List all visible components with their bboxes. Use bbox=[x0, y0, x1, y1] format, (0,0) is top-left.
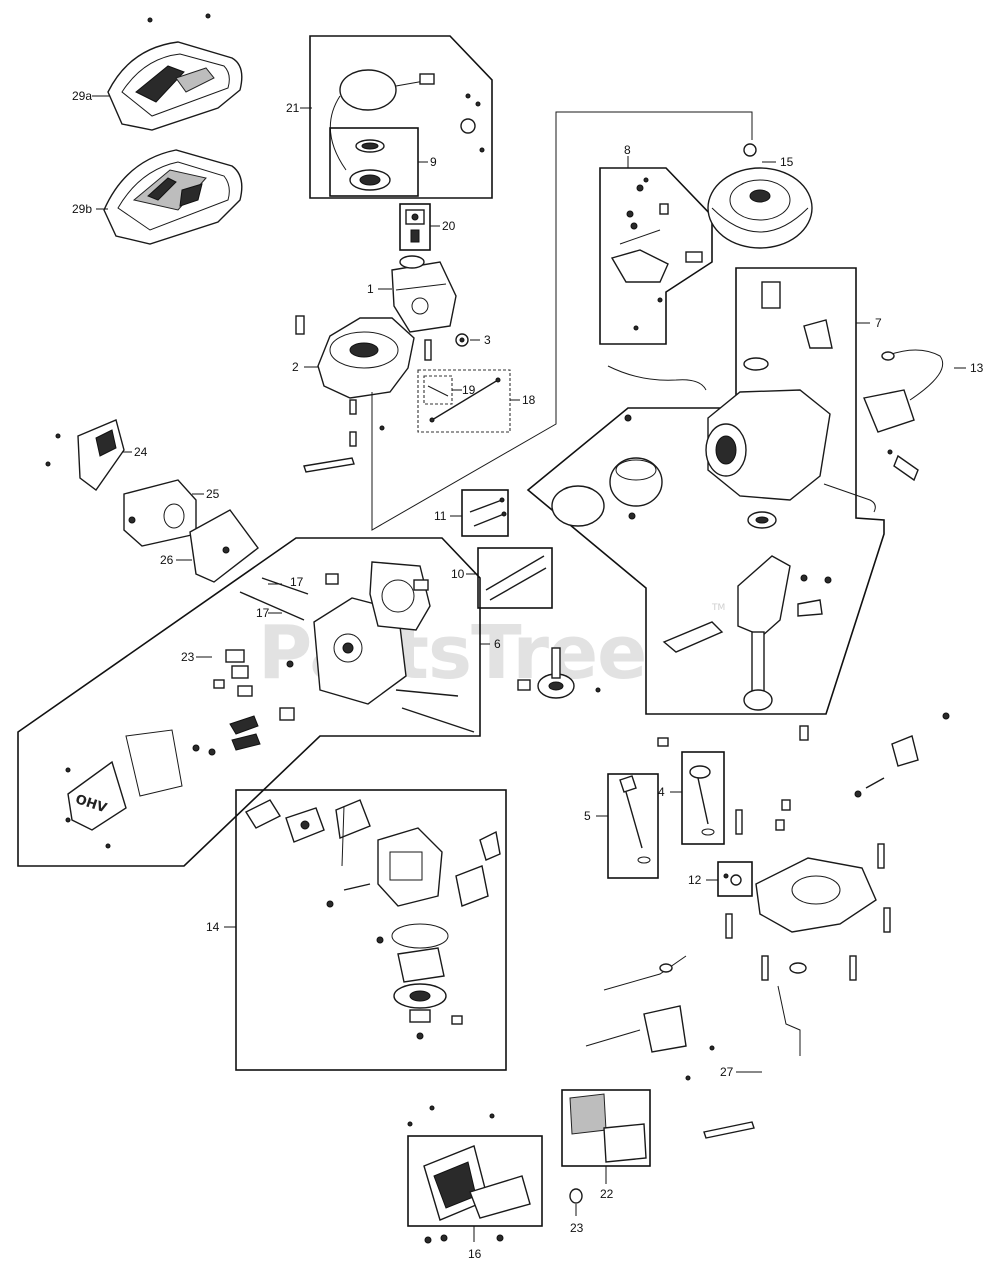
label-22: 22 bbox=[600, 1187, 614, 1201]
box-21-recoil-starter bbox=[309, 35, 493, 199]
part-valve-springs[interactable] bbox=[192, 649, 295, 756]
part-stop-wire[interactable] bbox=[823, 483, 876, 513]
part-valve-cover[interactable]: OHV bbox=[65, 729, 183, 849]
label-17a: 17 bbox=[290, 575, 304, 589]
part-engine-sump[interactable] bbox=[725, 799, 891, 981]
part-20-fitting[interactable] bbox=[405, 209, 425, 243]
label-1: 1 bbox=[367, 282, 374, 296]
label-10: 10 bbox=[451, 567, 465, 581]
part-29b-cover[interactable] bbox=[103, 149, 243, 245]
part-8-governor-parts[interactable] bbox=[610, 177, 703, 331]
label-23b: 23 bbox=[570, 1221, 584, 1235]
label-13: 13 bbox=[970, 361, 984, 375]
label-5: 5 bbox=[584, 809, 591, 823]
part-3-nut[interactable] bbox=[455, 333, 469, 347]
part-12-fitting[interactable] bbox=[723, 873, 742, 886]
part-4-dipstick-tube[interactable] bbox=[689, 765, 715, 836]
label-9: 9 bbox=[430, 155, 437, 169]
label-4: 4 bbox=[658, 785, 665, 799]
label-14: 14 bbox=[206, 920, 220, 934]
part-18-19-rods[interactable] bbox=[427, 377, 501, 423]
label-23a: 23 bbox=[181, 650, 195, 664]
box-11-valves bbox=[461, 489, 509, 537]
box-5-dipstick bbox=[607, 773, 659, 879]
label-16: 16 bbox=[468, 1247, 482, 1261]
label-7: 7 bbox=[875, 316, 882, 330]
label-2: 2 bbox=[292, 360, 299, 374]
part-2-blower-housing[interactable] bbox=[295, 315, 432, 399]
part-29a-cover[interactable] bbox=[107, 13, 243, 131]
label-19: 19 bbox=[462, 383, 476, 397]
box-4-dipstick-tube bbox=[681, 751, 725, 845]
box-19 bbox=[423, 375, 453, 405]
label-29b: 29b bbox=[72, 202, 92, 216]
label-24: 24 bbox=[134, 445, 148, 459]
label-18: 18 bbox=[522, 393, 536, 407]
label-27: 27 bbox=[720, 1065, 734, 1079]
part-10-push-rods[interactable] bbox=[485, 555, 547, 601]
label-15: 15 bbox=[780, 155, 794, 169]
part-camshaft-gear[interactable] bbox=[517, 647, 601, 699]
label-20: 20 bbox=[442, 219, 456, 233]
part-small-bolts-center[interactable] bbox=[303, 399, 385, 473]
box-6-cylinder-head bbox=[17, 537, 481, 867]
part-24-heat-shield[interactable] bbox=[45, 419, 125, 491]
label-25: 25 bbox=[206, 487, 220, 501]
part-21-recoil-starter[interactable] bbox=[329, 69, 485, 171]
label-3: 3 bbox=[484, 333, 491, 347]
part-11-valves[interactable] bbox=[469, 497, 507, 527]
label-29a: 29a bbox=[72, 89, 92, 103]
box-14-carburetor bbox=[235, 789, 507, 1071]
part-25-muffler[interactable] bbox=[123, 479, 197, 547]
part-16-air-filter[interactable] bbox=[407, 1105, 531, 1244]
box-18 bbox=[417, 369, 511, 433]
label-6: 6 bbox=[494, 637, 501, 651]
label-11: 11 bbox=[434, 509, 447, 523]
part-1-fuel-tank[interactable] bbox=[391, 255, 457, 333]
box-8-governor bbox=[599, 167, 713, 345]
label-8: 8 bbox=[624, 143, 631, 157]
part-6-cylinder-head[interactable] bbox=[239, 561, 475, 733]
label-17b: 17 bbox=[256, 606, 270, 620]
box-16-air-filter bbox=[407, 1135, 543, 1227]
part-22-decals[interactable] bbox=[569, 1093, 647, 1163]
part-throttle-linkage[interactable] bbox=[585, 955, 801, 1139]
label-26: 26 bbox=[160, 553, 174, 567]
part-14-carburetor[interactable] bbox=[244, 799, 501, 1040]
box-20 bbox=[399, 203, 431, 251]
part-13-ignition-coil[interactable] bbox=[863, 349, 944, 482]
watermark-trademark: TM bbox=[711, 603, 725, 613]
box-10-push-rods bbox=[477, 547, 553, 609]
box-12 bbox=[717, 861, 753, 897]
part-piston-assembly[interactable] bbox=[551, 414, 663, 527]
part-9-pulley[interactable] bbox=[349, 139, 391, 191]
part-23-plug[interactable] bbox=[569, 1188, 583, 1204]
part-26-muffler-guard[interactable] bbox=[189, 509, 259, 583]
label-21: 21 bbox=[286, 101, 300, 115]
part-crankshaft[interactable] bbox=[662, 555, 832, 711]
box-7-short-block bbox=[526, 267, 885, 715]
part-5-dipstick[interactable] bbox=[619, 775, 651, 864]
part-7-crankcase[interactable] bbox=[705, 281, 833, 529]
leader-routing-line bbox=[371, 111, 753, 531]
part-governor-upper-right[interactable] bbox=[657, 712, 950, 798]
part-15-flywheel[interactable] bbox=[707, 143, 813, 249]
label-12: 12 bbox=[688, 873, 702, 887]
part-link-wire[interactable] bbox=[607, 365, 707, 391]
